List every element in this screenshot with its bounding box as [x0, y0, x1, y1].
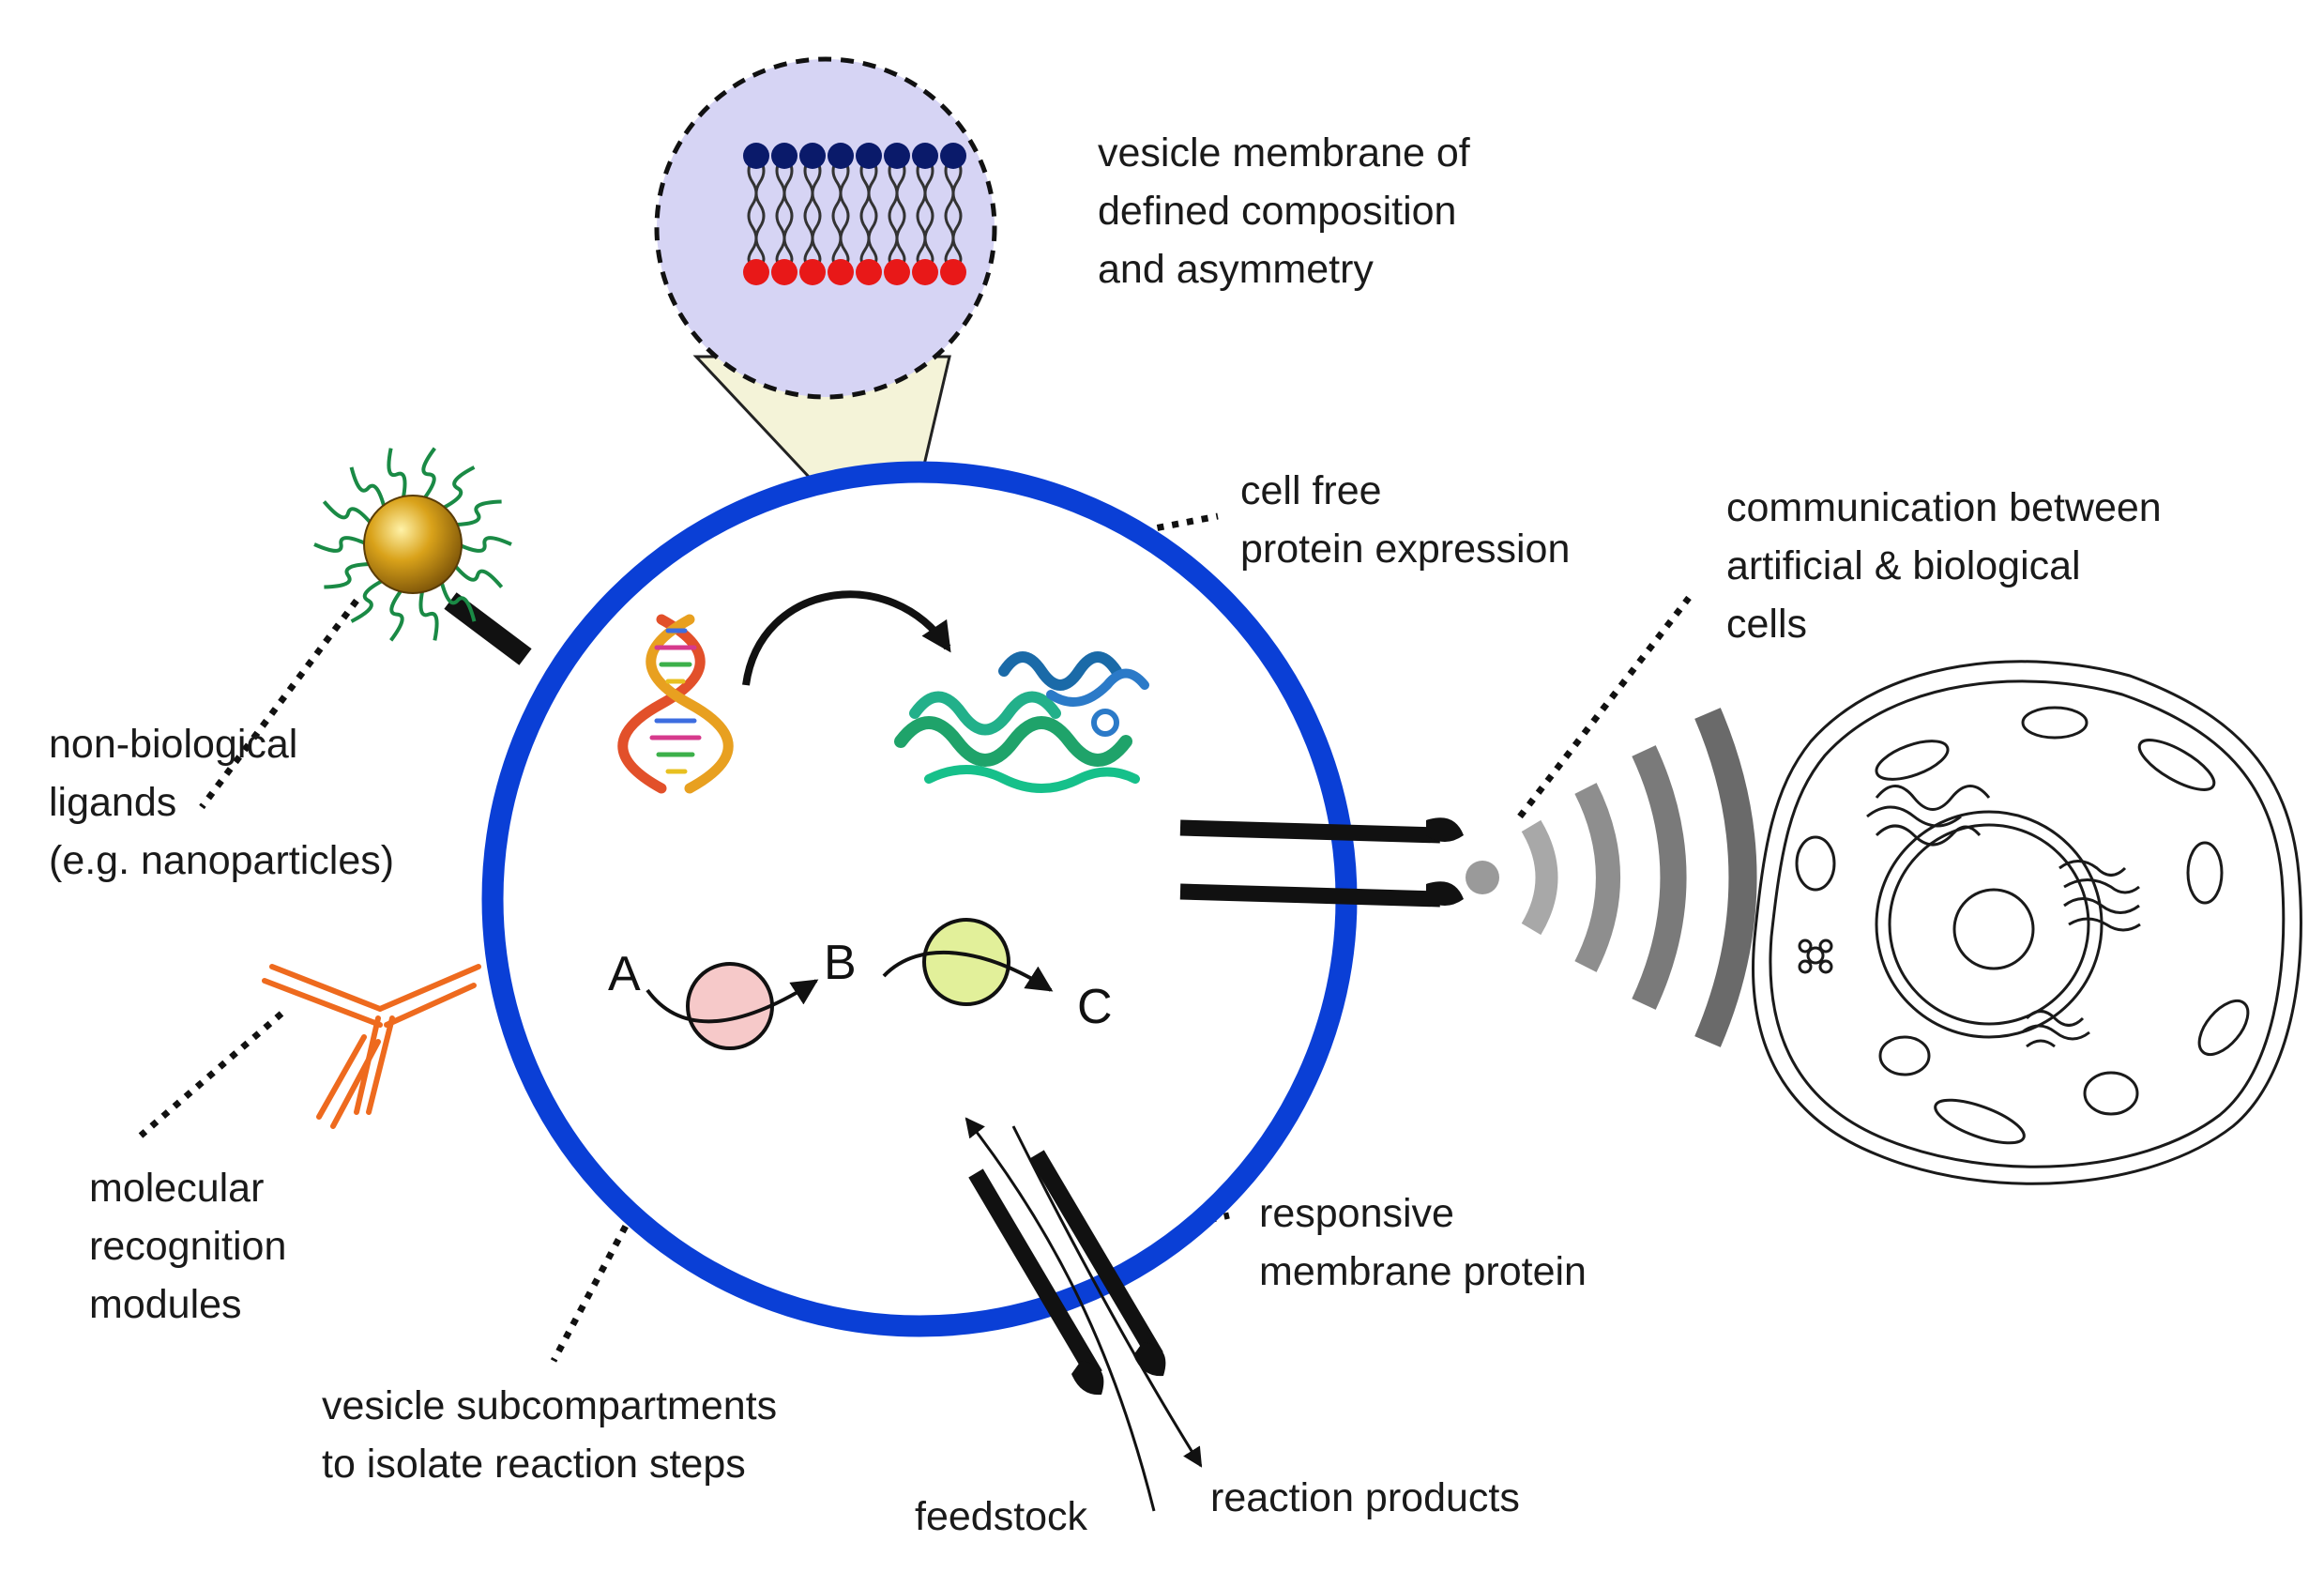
ligand-chain — [350, 577, 386, 623]
lipid-head-inner — [940, 259, 966, 285]
lipid-head-outer — [771, 143, 797, 169]
label-line: and asymmetry — [1098, 247, 1374, 292]
lipid-head-outer — [743, 143, 769, 169]
ligand-chain — [349, 466, 387, 510]
lipid-tail — [811, 159, 822, 267]
label-line: to isolate reaction steps — [322, 1442, 746, 1487]
ligand-chain — [451, 562, 504, 588]
signal-wave-icon — [1521, 708, 1757, 1047]
lipid-head-inner — [799, 259, 826, 285]
label-line: communication between — [1726, 485, 2162, 530]
lipid-head-outer — [940, 143, 966, 169]
ligand-chain — [387, 448, 407, 501]
lipid-head-outer — [799, 143, 826, 169]
label-reaction-products: reaction products — [1210, 1475, 1520, 1520]
lipid-head-inner — [884, 259, 910, 285]
lipid-tail — [859, 159, 871, 267]
ligand-chain — [440, 465, 476, 511]
reaction-species-a: A — [608, 947, 641, 1001]
dna-icon — [617, 614, 734, 794]
ligand-chain — [421, 447, 436, 502]
label-line: protein expression — [1240, 527, 1571, 572]
lipid-bilayer-icon — [743, 143, 966, 285]
label-line: defined composition — [1098, 189, 1457, 234]
lipid-head-inner — [743, 259, 769, 285]
label-molecular-recognition: molecular recognition modules — [89, 1159, 286, 1334]
label-responsive-membrane-protein: responsive membrane protein — [1259, 1184, 1587, 1301]
ligand-chain — [389, 587, 404, 642]
ligand-chain — [453, 499, 502, 527]
reaction-species-b: B — [824, 936, 857, 990]
ligand-chain — [438, 579, 477, 622]
label-line: cell free — [1240, 468, 1382, 513]
reaction-arrows — [646, 951, 1054, 1024]
label-line: artificial & biological — [1726, 543, 2081, 588]
lipid-tail — [782, 159, 794, 267]
label-line: membrane protein — [1259, 1249, 1587, 1294]
lipid-head-outer — [912, 143, 938, 169]
lipid-tail — [944, 159, 955, 267]
label-line: non-biological — [49, 722, 298, 767]
lipid-head-inner — [828, 259, 854, 285]
ligand-chain — [313, 536, 369, 553]
expression-arrow — [742, 590, 951, 686]
label-line: vesicle membrane of — [1098, 130, 1470, 176]
ligand-chain — [418, 588, 439, 641]
ligand-chain — [457, 536, 512, 553]
lipid-tail — [867, 159, 878, 267]
label-communication: communication between artificial & biolo… — [1726, 479, 2162, 653]
lipid-tail — [895, 159, 906, 267]
lipid-tail — [775, 159, 786, 267]
lipid-tail — [916, 159, 927, 267]
lipid-head-outer — [856, 143, 882, 169]
lipid-tail — [831, 159, 843, 267]
lipid-tail — [923, 159, 934, 267]
biological-cell-icon — [1752, 660, 2302, 1185]
lipid-head-inner — [856, 259, 882, 285]
lipid-head-outer — [884, 143, 910, 169]
zoom-callout — [654, 56, 997, 479]
lipid-tail — [888, 159, 899, 267]
lipid-tail — [803, 159, 814, 267]
label-line: ligands — [49, 780, 177, 825]
lipid-tail — [754, 159, 766, 267]
membrane-channel-icon — [1179, 817, 1499, 908]
lipid-head-outer — [828, 143, 854, 169]
label-line: recognition — [89, 1224, 287, 1269]
label-line: (e.g. nanoparticles) — [49, 838, 395, 883]
nanoparticle-icon — [313, 447, 512, 642]
ligand-chain — [322, 500, 374, 527]
label-cell-free-expression: cell free protein expression — [1240, 462, 1570, 578]
label-non-biological-ligands: non-biological ligands (e.g. nanoparticl… — [49, 715, 394, 890]
subcompartment-b — [922, 918, 1010, 1006]
lipid-head-inner — [771, 259, 797, 285]
lipid-head-inner — [912, 259, 938, 285]
gold-nanoparticle — [363, 495, 463, 594]
antibody-icon — [262, 964, 481, 1129]
lipid-tail — [951, 159, 963, 267]
reaction-species-c: C — [1077, 980, 1113, 1034]
label-feedstock: feedstock — [915, 1494, 1088, 1539]
flow-arrows — [965, 1117, 1203, 1512]
lipid-tail — [839, 159, 850, 267]
label-line: molecular — [89, 1166, 265, 1211]
subcompartment-a — [686, 962, 774, 1050]
label-line: cells — [1726, 602, 1808, 647]
ligand-chain — [324, 561, 372, 589]
label-vesicle-subcompartments: vesicle subcompartments to isolate react… — [322, 1377, 777, 1493]
label-line: responsive — [1259, 1191, 1454, 1236]
lipid-tail — [747, 159, 758, 267]
label-line: vesicle subcompartments — [322, 1383, 778, 1428]
label-vesicle-membrane: vesicle membrane of defined composition … — [1098, 124, 1470, 298]
ligand-stem — [444, 592, 532, 665]
protein-icon — [894, 651, 1149, 793]
label-line: modules — [89, 1282, 242, 1327]
